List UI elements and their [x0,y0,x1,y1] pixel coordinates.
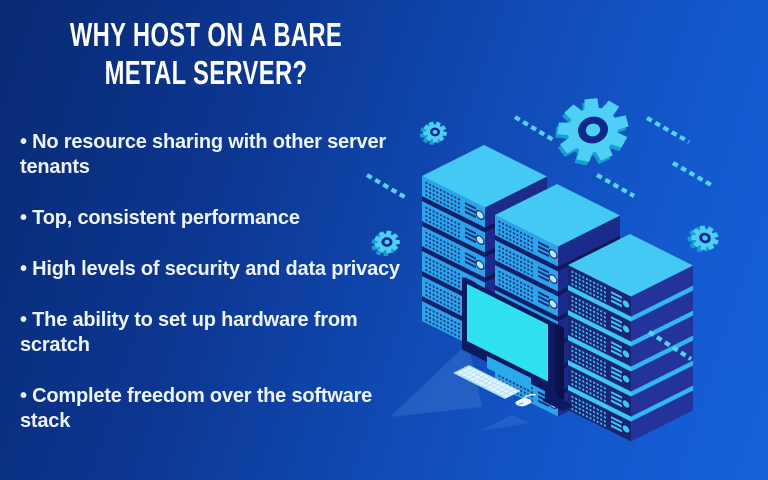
benefit-item: • Top, consistent performance [20,207,300,229]
keyboard-icon [453,365,521,399]
gear-icon [419,121,447,145]
benefit-item: • High levels of security and data priva… [20,258,400,280]
gear-icon [371,230,400,257]
page-title-line1: WHY HOST ON A BARE [69,16,343,53]
gear-icon [687,225,719,253]
dashed-line [671,161,715,188]
benefit-item: • Complete freedom over the software sta… [20,385,373,432]
monitor-icon [462,277,573,411]
page-title: WHY HOST ON A BARE METAL SERVER? [58,16,355,92]
page-title-line2: METAL SERVER? [104,54,308,91]
dashed-line [365,173,410,201]
server-illustration [365,98,719,442]
dashed-line [645,116,691,144]
screen-glow [390,343,482,417]
server-stack [568,234,693,442]
benefits-list: • No resource sharing with other server … [20,130,404,460]
dashed-line [647,330,693,361]
dashed-line [513,115,557,143]
benefit-item: • No resource sharing with other server … [20,131,386,178]
mouse-glow [480,415,530,431]
dashed-line [595,173,636,198]
mouse-icon [515,398,532,407]
gear-icon [555,98,629,166]
benefit-item: • The ability to set up hardware from sc… [20,309,358,356]
